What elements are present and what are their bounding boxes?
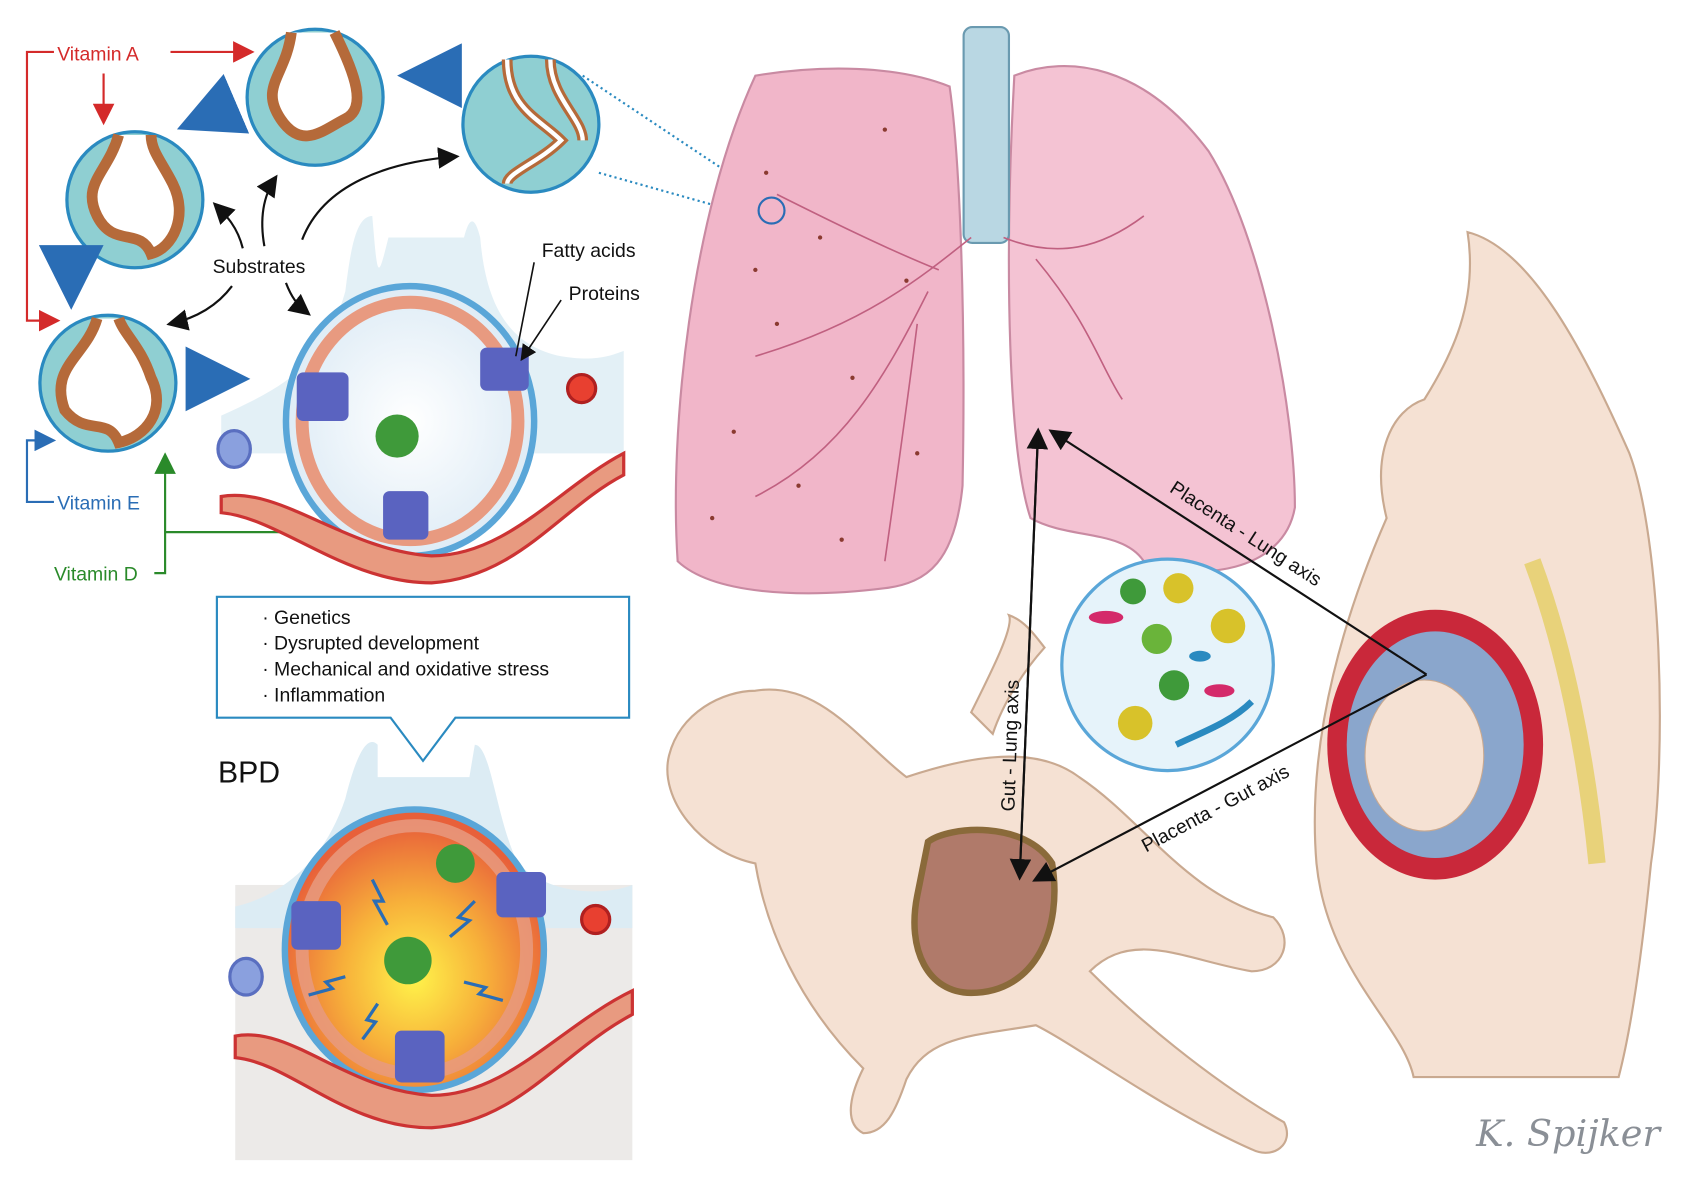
vitamin-e-label: Vitamin E bbox=[57, 492, 140, 514]
microbiome-circle bbox=[1060, 557, 1275, 773]
vitamin-a-label: Vitamin A bbox=[57, 44, 139, 66]
macrophage bbox=[375, 414, 419, 458]
alveolar-development-stages bbox=[38, 27, 778, 453]
bronchial-tree bbox=[754, 193, 1145, 562]
placenta-gut-axis-label: Placenta - Gut axis bbox=[1138, 761, 1293, 857]
substrates-label: Substrates bbox=[213, 256, 306, 278]
fatty-acids-label: Fatty acids bbox=[542, 240, 636, 262]
right-lung bbox=[674, 67, 965, 595]
axis-arrows bbox=[1009, 427, 1428, 882]
substrate-arrows bbox=[166, 147, 460, 331]
bpd-alveolus bbox=[228, 741, 634, 1161]
risk-factor-item: · Mechanical and oxidative stress bbox=[262, 659, 549, 681]
type2-cell bbox=[480, 347, 529, 391]
type2-cell bbox=[383, 491, 429, 540]
stage-circle-3 bbox=[65, 130, 205, 270]
proteins-label: Proteins bbox=[569, 283, 640, 305]
pregnant-mother bbox=[1313, 230, 1661, 1079]
spine bbox=[1524, 558, 1606, 865]
bpd-label: BPD bbox=[218, 756, 280, 789]
risk-factor-item: · Inflammation bbox=[262, 685, 385, 707]
trachea bbox=[962, 26, 1011, 244]
healthy-alveolus bbox=[216, 215, 626, 585]
stage-circle-2 bbox=[245, 27, 385, 167]
stage-circle-1 bbox=[461, 54, 601, 194]
stage-circle-4 bbox=[38, 313, 178, 453]
lymphocyte bbox=[216, 429, 252, 469]
red-blood-cell bbox=[565, 372, 598, 405]
alveoli-dots bbox=[710, 127, 920, 542]
risk-factor-callout: · Genetics · Dysrupted development · Mec… bbox=[215, 595, 631, 763]
fetus bbox=[1364, 679, 1485, 832]
gut-lung-axis-label: Gut - Lung axis bbox=[997, 679, 1024, 811]
vitamin-d-label: Vitamin D bbox=[54, 564, 138, 586]
risk-factor-item: · Dysrupted development bbox=[262, 633, 479, 655]
left-lung bbox=[1007, 65, 1296, 573]
magnified-region bbox=[757, 196, 786, 225]
type2-cell bbox=[296, 372, 349, 421]
risk-factor-item: · Genetics bbox=[262, 607, 350, 629]
artist-signature: K. Spijker bbox=[1475, 1112, 1662, 1155]
lungs bbox=[674, 26, 1296, 595]
